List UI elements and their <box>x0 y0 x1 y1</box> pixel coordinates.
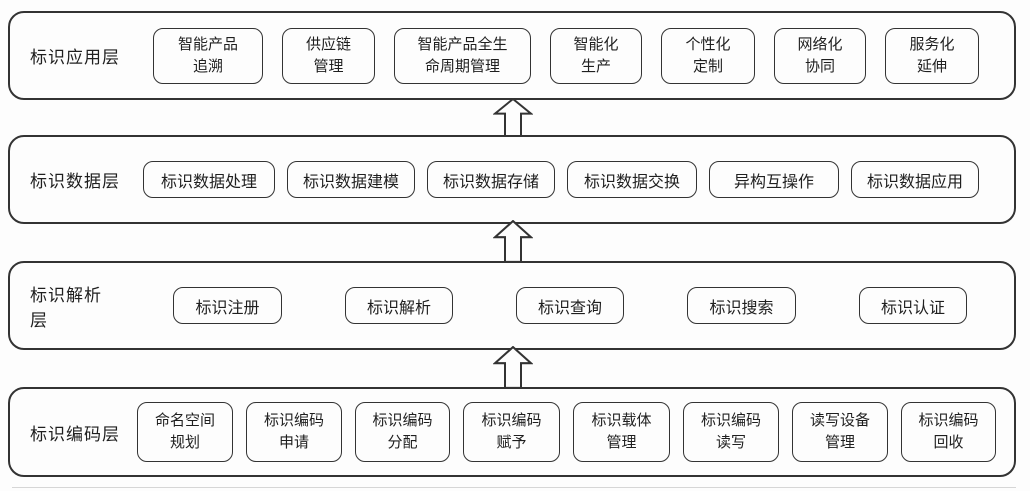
encoding-box-code-assignment: 标识编码 赋予 <box>463 402 560 462</box>
layer-encoding-label: 标识编码层 <box>30 424 120 444</box>
resolution-box-resolve: 标识解析 <box>345 287 453 324</box>
app-box-lifecycle: 智能产品全生 命周期管理 <box>394 27 531 84</box>
data-box-processing: 标识数据处理 <box>143 161 275 198</box>
resolution-box-register: 标识注册 <box>173 287 282 324</box>
app-box-supply-chain: 供应链 管理 <box>282 27 375 84</box>
up-arrow-encoding-to-resolution <box>493 346 533 389</box>
data-box-modeling: 标识数据建模 <box>287 161 415 198</box>
app-box-smart-production: 智能化 生产 <box>550 27 642 84</box>
encoding-box-code-allocation: 标识编码 分配 <box>355 402 450 462</box>
data-box-exchange: 标识数据交换 <box>567 161 697 198</box>
encoding-box-code-application: 标识编码 申请 <box>246 402 342 462</box>
resolution-box-search: 标识搜索 <box>687 287 796 324</box>
up-arrow-data-to-application <box>493 98 533 137</box>
resolution-box-authenticate: 标识认证 <box>859 287 967 324</box>
layer-resolution-label: 标识解析层 <box>30 285 102 330</box>
layer-application-label: 标识应用层 <box>30 48 120 67</box>
up-arrow-resolution-to-data <box>493 220 533 263</box>
page-edge-line <box>12 487 1016 488</box>
layer-resolution: 标识解析层 标识注册 标识解析 标识查询 标识搜索 标识认证 <box>8 261 1016 350</box>
data-box-application: 标识数据应用 <box>851 161 979 198</box>
app-box-personalization: 个性化 定制 <box>661 27 755 84</box>
encoding-box-code-recycle: 标识编码 回收 <box>901 402 996 462</box>
encoding-box-carrier-management: 标识载体 管理 <box>573 402 670 462</box>
layer-application: 标识应用层 智能产品 追溯 供应链 管理 智能产品全生 命周期管理 智能化 生产… <box>8 11 1016 100</box>
layer-data: 标识数据层 标识数据处理 标识数据建模 标识数据存储 标识数据交换 异构互操作 … <box>8 135 1016 224</box>
layer-encoding: 标识编码层 命名空间 规划 标识编码 申请 标识编码 分配 标识编码 赋予 标识… <box>8 387 1016 477</box>
data-box-interoperability: 异构互操作 <box>709 161 839 198</box>
data-box-storage: 标识数据存储 <box>427 161 555 198</box>
encoding-box-device-management: 读写设备 管理 <box>792 402 888 462</box>
layer-data-label: 标识数据层 <box>30 172 120 191</box>
app-box-service-extension: 服务化 延伸 <box>885 27 979 84</box>
app-box-product-trace: 智能产品 追溯 <box>153 27 263 84</box>
app-box-network-collab: 网络化 协同 <box>774 27 866 84</box>
encoding-box-namespace-planning: 命名空间 规划 <box>137 402 233 462</box>
resolution-box-query: 标识查询 <box>516 287 624 324</box>
encoding-box-code-readwrite: 标识编码 读写 <box>683 402 779 462</box>
